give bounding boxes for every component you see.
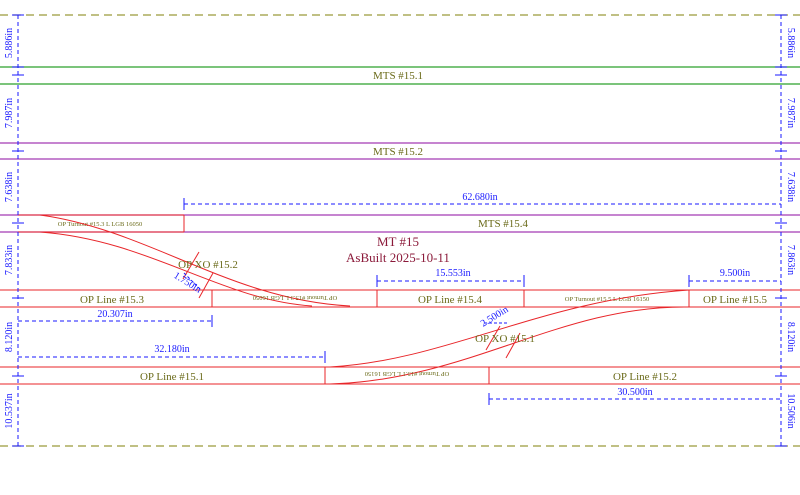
dim-xo1-offset: 2.500in [479, 304, 511, 329]
mts-15-1-track[interactable]: MTS #15.1 [0, 66, 800, 85]
left-dimension-labels: 5.886in 7.987in 7.638in 7.833in 8.120in … [4, 28, 15, 429]
mts-15-2-track[interactable]: MTS #15.2 [0, 142, 800, 160]
crossover-15-1[interactable]: OP XO #15.1 [329, 289, 690, 385]
dim-15-553: 15.553in [376, 268, 525, 287]
diagram-title-line2: AsBuilt 2025-10-11 [346, 250, 450, 265]
op-line-row-upper[interactable]: OP Line #15.3 OP Turnout #15.3 L LGB 160… [0, 289, 800, 308]
turnout-mid-left-label: OP Turnout #15.3 L LGB 16050 [253, 294, 337, 301]
crossover-15-2[interactable]: OP XO #15.2 [39, 214, 351, 307]
op-line-15-1-label: OP Line #15.1 [140, 371, 204, 383]
dim-xo2-offset-label: 1.750in [172, 270, 204, 295]
mts-15-1-label: MTS #15.1 [373, 70, 423, 82]
dim-62-680: 62.680in [183, 192, 781, 210]
dim-xo2-offset: 1.750in [172, 270, 204, 295]
dim-left-7-638: 7.638in [4, 172, 15, 202]
dim-left-8-120: 8.120in [4, 322, 15, 352]
crossover-15-1-label: OP XO #15.1 [475, 333, 535, 345]
dim-15-553-label: 15.553in [435, 268, 470, 279]
right-dimension-labels: 5.886in 7.987in 7.638in 7.863in 8.120in … [785, 28, 796, 429]
diagram-title-line1: MT #15 [377, 234, 419, 249]
crossover-15-2-label: OP XO #15.2 [178, 259, 238, 271]
op-line-15-3-label: OP Line #15.3 [80, 294, 145, 306]
dim-32-180-label: 32.180in [154, 344, 189, 355]
turnout-mid-right-label: OP Turnout #15.5 L LGB 16150 [565, 296, 649, 303]
op-line-15-2-label: OP Line #15.2 [613, 371, 677, 383]
dim-right-5-886: 5.886in [785, 28, 796, 58]
dim-30-500: 30.500in [488, 387, 781, 405]
op-line-15-4-label: OP Line #15.4 [418, 294, 483, 306]
turnout-low-label: OP Turnout #15.1 L LGB 16150 [365, 370, 449, 377]
op-line-15-5-label: OP Line #15.5 [703, 294, 768, 306]
dim-62-680-label: 62.680in [462, 192, 497, 203]
dim-32-180: 32.180in [18, 344, 326, 363]
vertical-axis-ticks [12, 14, 787, 447]
dim-20-307: 20.307in [18, 309, 213, 327]
op-line-row-lower[interactable]: OP Line #15.1 OP Turnout #15.1 L LGB 161… [0, 366, 800, 385]
dim-right-7-863: 7.863in [785, 245, 796, 275]
dim-left-7-987: 7.987in [4, 98, 15, 128]
dim-xo1-offset-label: 2.500in [479, 304, 511, 329]
dim-right-7-638: 7.638in [785, 172, 796, 202]
dim-left-10-537: 10.537in [4, 393, 15, 428]
dim-9-500: 9.500in [688, 268, 781, 287]
dim-left-5-886: 5.886in [4, 28, 15, 58]
mts-15-4-label: MTS #15.4 [478, 218, 529, 230]
turnout-top-left-label: OP Turnout #15.3 L LGB 16050 [58, 221, 142, 228]
dim-20-307-label: 20.307in [97, 309, 132, 320]
dim-30-500-label: 30.500in [617, 387, 652, 398]
dim-right-7-987: 7.987in [785, 98, 796, 128]
dim-right-8-120: 8.120in [785, 322, 796, 352]
dim-left-7-833: 7.833in [4, 245, 15, 275]
dim-9-500-label: 9.500in [720, 268, 750, 279]
mts-15-2-label: MTS #15.2 [373, 146, 423, 158]
dim-right-10-506: 10.506in [785, 393, 796, 428]
